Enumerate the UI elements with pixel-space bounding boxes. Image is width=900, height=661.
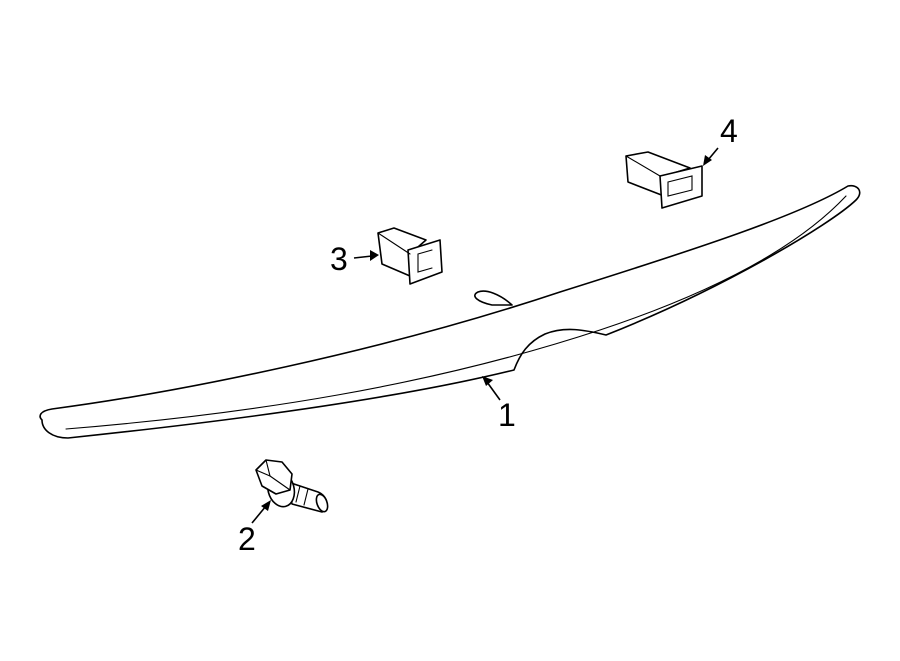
clip-4-edge (625, 155, 661, 177)
leader-1 (482, 376, 501, 401)
callout-3: 3 (330, 241, 348, 277)
clip-4-slot (667, 175, 693, 197)
part-4-clip[interactable] (625, 151, 703, 209)
bolt-tip (315, 493, 329, 513)
bolt-head (255, 459, 293, 495)
callout-1: 1 (498, 397, 516, 433)
bolt-head-edge-2 (255, 469, 271, 477)
clip-3-edge (377, 232, 411, 255)
part-2-bolt[interactable] (255, 459, 330, 513)
part-1-spoiler[interactable] (39, 184, 861, 439)
clip-3-face (407, 239, 443, 285)
bolt-thread-1 (295, 485, 301, 503)
spoiler-crease (65, 195, 847, 430)
clip-3-slot (417, 249, 433, 273)
part-3-clip[interactable] (377, 227, 443, 285)
callout-2: 2 (238, 521, 256, 557)
spoiler-body (39, 184, 861, 439)
leader-2 (251, 500, 271, 524)
leader-4 (703, 147, 719, 166)
bolt-thread-2 (303, 488, 309, 506)
spoiler-tab (474, 290, 513, 306)
leader-3 (353, 250, 379, 261)
callout-4: 4 (720, 113, 738, 149)
